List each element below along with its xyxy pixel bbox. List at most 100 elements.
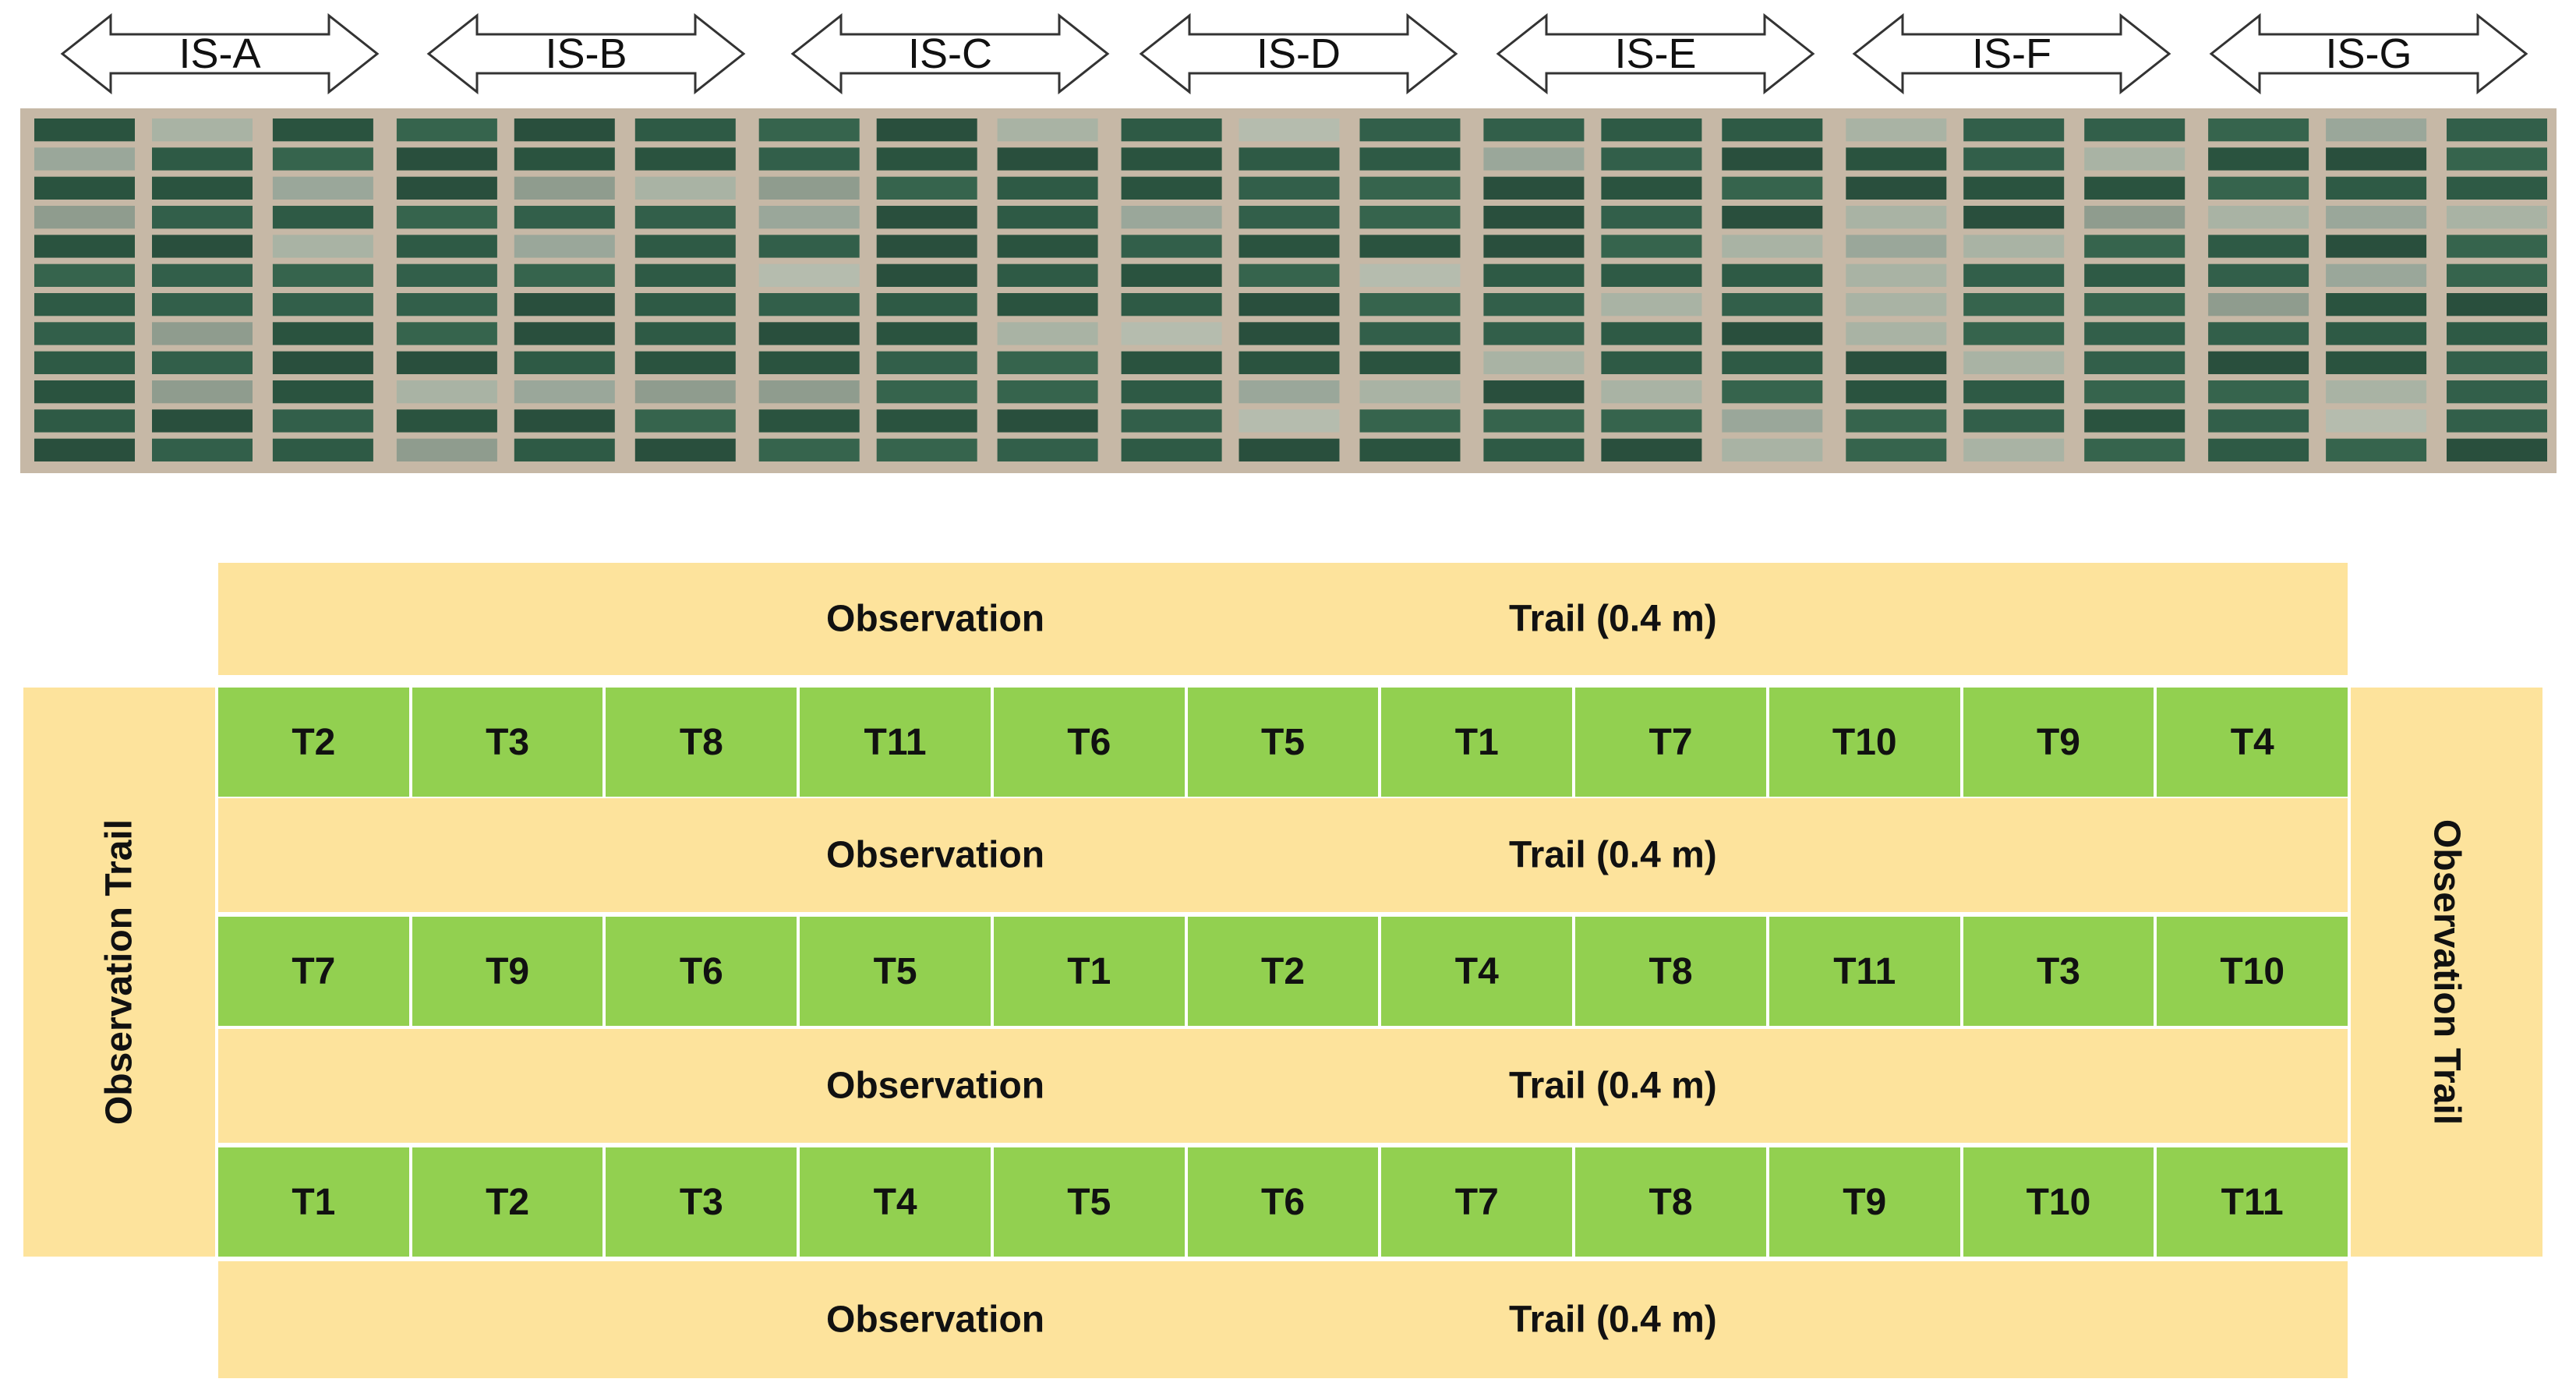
crop-plot-strip (272, 409, 373, 433)
observation-trail-middle-2: Observation Trail (0.4 m) (218, 1029, 2348, 1143)
arrow-is-e: IS-E (1495, 11, 1816, 97)
crop-plot-strip (997, 380, 1098, 404)
crop-plot-strip (34, 438, 135, 461)
crop-plot-strip (2208, 322, 2309, 345)
crop-plot-strip (514, 322, 615, 345)
plot-cell: T8 (1575, 1147, 1769, 1257)
crop-plot-strip (514, 176, 615, 200)
plot-cell: T4 (2157, 688, 2348, 797)
observation-trail-right: Observation Trail (2351, 688, 2542, 1257)
crop-plot-strip (2447, 235, 2547, 258)
crop-plot-strip (272, 438, 373, 461)
crop-plot-strip (2447, 322, 2547, 345)
crop-plot-strip (2447, 263, 2547, 287)
crop-plot-strip (876, 235, 977, 258)
crop-plot-strip (1722, 263, 1823, 287)
plot-cell: T6 (606, 917, 800, 1026)
crop-plot-strip (1963, 118, 2065, 142)
crop-plot-strip (1483, 118, 1585, 142)
plot-cell: T9 (1769, 1147, 1963, 1257)
crop-plot-strip (1483, 322, 1585, 345)
crop-plot-strip (1359, 235, 1461, 258)
crop-plot-strip (514, 351, 615, 374)
crop-plot-strip (1601, 235, 1702, 258)
plot-cell: T4 (1381, 917, 1576, 1026)
crop-plot-strip (1239, 380, 1340, 404)
crop-plot-strip (1963, 322, 2065, 345)
crop-plot-strip (2208, 293, 2309, 316)
plot-cell: T10 (1963, 1147, 2157, 1257)
crop-plot-strip (1239, 322, 1340, 345)
crop-plot-strip (514, 235, 615, 258)
plot-cell: T1 (218, 1147, 412, 1257)
plot-cell: T3 (1963, 917, 2157, 1026)
crop-plot-strip (152, 147, 253, 171)
crop-plot-strip (514, 206, 615, 229)
arrow-is-d: IS-D (1138, 11, 1459, 97)
trail-right-label: Observation Trail (2426, 818, 2468, 1126)
crop-plot-strip (1601, 409, 1702, 433)
plot-cell: T9 (1963, 688, 2157, 797)
arrow-is-a: IS-A (59, 11, 380, 97)
crop-plot-strip (34, 118, 135, 142)
crop-plot-strip (1121, 206, 1222, 229)
crop-plot-strip (1121, 380, 1222, 404)
crop-plot-strip (2208, 206, 2309, 229)
plot-cell: T10 (1769, 688, 1963, 797)
crop-plot-strip (1601, 176, 1702, 200)
crop-plot-strip (758, 118, 860, 142)
crop-plot-strip (634, 380, 736, 404)
observation-trail-bottom: Observation Trail (0.4 m) (218, 1261, 2348, 1378)
crop-plot-strip (1963, 380, 2065, 404)
crop-plot-strip (758, 322, 860, 345)
crop-plot-strip (272, 176, 373, 200)
crop-plot-strip (634, 147, 736, 171)
crop-plot-strip (1483, 293, 1585, 316)
plot-cell: T7 (218, 917, 412, 1026)
crop-plot-strip (758, 235, 860, 258)
double-arrow-icon (1139, 12, 1458, 95)
crop-plot-strip (1846, 206, 1947, 229)
crop-plot-strip (876, 118, 977, 142)
crop-plot-strip (2326, 380, 2427, 404)
trail-label-observation: Observation (826, 834, 1045, 876)
observation-trail-middle-1: Observation Trail (0.4 m) (218, 798, 2348, 912)
crop-plot-strip (1121, 322, 1222, 345)
crop-plot-strip (152, 206, 253, 229)
crop-plot-strip (997, 351, 1098, 374)
crop-plot-strip (396, 438, 497, 461)
crop-plot-strip (2326, 438, 2427, 461)
block-arrows-row: IS-A IS-B IS-C IS-D IS-E IS-F IS-G (0, 0, 2576, 109)
crop-plot-strip (272, 380, 373, 404)
crop-plot-strip (634, 263, 736, 287)
crop-plot-strip (758, 351, 860, 374)
crop-plot-strip (2447, 206, 2547, 229)
crop-plot-strip (1601, 147, 1702, 171)
crop-plot-strip (634, 293, 736, 316)
crop-plot-strip (2084, 176, 2186, 200)
crop-plot-strip (396, 147, 497, 171)
crop-plot-strip (2084, 380, 2186, 404)
crop-plot-strip (396, 351, 497, 374)
crop-plot-strip (1963, 235, 2065, 258)
crop-plot-strip (514, 409, 615, 433)
crop-plot-strip (152, 176, 253, 200)
crop-plot-strip (997, 322, 1098, 345)
trail-label-width: Trail (0.4 m) (1509, 598, 1717, 640)
plot-cell: T3 (606, 1147, 800, 1257)
plot-cell: T11 (2157, 1147, 2348, 1257)
crop-plot-strip (1722, 176, 1823, 200)
crop-plot-strip (34, 176, 135, 200)
crop-plot-strip (1846, 147, 1947, 171)
crop-plot-strip (514, 380, 615, 404)
crop-plot-strip (2084, 409, 2186, 433)
plot-cell: T2 (1187, 917, 1382, 1026)
crop-plot-strip (876, 206, 977, 229)
crop-plot-strip (396, 118, 497, 142)
crop-plot-strip (1722, 206, 1823, 229)
crop-plot-strip (997, 118, 1098, 142)
crop-plot-strip (2084, 263, 2186, 287)
crop-plot-strip (1483, 380, 1585, 404)
